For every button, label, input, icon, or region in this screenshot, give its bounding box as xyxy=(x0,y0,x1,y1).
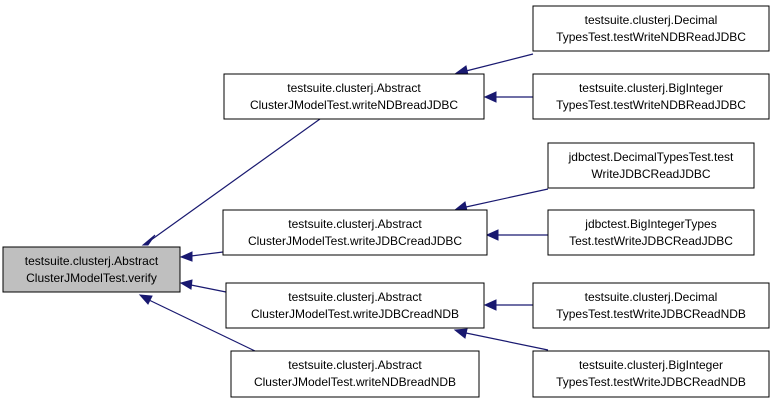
node-writeNDBreadNDB-line1: testsuite.clusterj.Abstract xyxy=(288,358,422,372)
node-writeNDBreadJDBC-line1: testsuite.clusterj.Abstract xyxy=(287,81,421,95)
node-jdbcBigInt-line1: jdbctest.BigIntegerTypes xyxy=(584,217,716,231)
node-writeNDBreadJDBC[interactable]: testsuite.clusterj.Abstract ClusterJMode… xyxy=(223,73,485,120)
node-writeJDBCreadJDBC[interactable]: testsuite.clusterj.Abstract ClusterJMode… xyxy=(222,209,488,256)
edge-jdbcDecimal-to-writeJDBCreadJDBC xyxy=(465,188,549,208)
arrowhead-icon xyxy=(141,234,156,246)
node-decimalWriteNDBReadJDBC[interactable]: testsuite.clusterj.Decimal TypesTest.tes… xyxy=(532,5,770,52)
node-jdbcDecimal-line1: jdbctest.DecimalTypesTest.test xyxy=(568,150,734,164)
node-bigIntWriteNDBReadJDBC-line1: testsuite.clusterj.BigInteger xyxy=(579,81,723,95)
node-verify-line1: testsuite.clusterj.Abstract xyxy=(25,254,159,268)
node-writeJDBCreadNDB[interactable]: testsuite.clusterj.Abstract ClusterJMode… xyxy=(225,282,485,329)
arrowhead-icon xyxy=(485,229,499,241)
node-writeNDBreadNDB[interactable]: testsuite.clusterj.Abstract ClusterJMode… xyxy=(230,350,480,398)
arrowhead-icon xyxy=(179,279,193,290)
node-bigIntWriteJDBCReadNDB[interactable]: testsuite.clusterj.BigInteger TypesTest.… xyxy=(532,350,770,398)
node-decimalWriteJDBCReadNDB[interactable]: testsuite.clusterj.Decimal TypesTest.tes… xyxy=(532,282,770,329)
node-bigIntWriteNDBReadJDBC[interactable]: testsuite.clusterj.BigInteger TypesTest.… xyxy=(532,73,770,120)
arrowhead-icon xyxy=(453,328,468,339)
node-decimalWriteJDBCReadNDB-line1: testsuite.clusterj.Decimal xyxy=(585,290,718,304)
node-verify-line2: ClusterJModelTest.verify xyxy=(26,271,157,285)
node-bigIntWriteNDBReadJDBC-line2: TypesTest.testWriteNDBReadJDBC xyxy=(556,98,746,112)
edge-bigIntWriteJDBCReadNDB-to-writeJDBCreadNDB xyxy=(465,332,549,351)
arrowhead-icon xyxy=(483,299,497,311)
node-decimalWriteJDBCReadNDB-line2: TypesTest.testWriteJDBCReadNDB xyxy=(556,307,746,321)
node-jdbcBigInt-line2: Test.testWriteJDBCReadJDBC xyxy=(569,234,733,248)
edge-writeJDBCreadJDBC-to-verify xyxy=(190,251,224,257)
arrowhead-icon xyxy=(138,294,153,305)
node-decimalWriteNDBReadJDBC-line1: testsuite.clusterj.Decimal xyxy=(585,13,718,27)
node-jdbcBigIntWriteJDBCReadJDBC[interactable]: jdbctest.BigIntegerTypes Test.testWriteJ… xyxy=(547,209,755,256)
node-writeNDBreadJDBC-line2: ClusterJModelTest.writeNDBreadJDBC xyxy=(250,98,458,112)
node-verify[interactable]: testsuite.clusterj.Abstract ClusterJMode… xyxy=(2,246,181,293)
node-jdbcDecimal-line2: WriteJDBCReadJDBC xyxy=(591,167,710,181)
edge-writeNDBreadJDBC-to-verify xyxy=(150,118,321,241)
node-jdbcDecimalWriteJDBCReadJDBC[interactable]: jdbctest.DecimalTypesTest.test WriteJDBC… xyxy=(547,142,755,189)
node-writeNDBreadNDB-line2: ClusterJModelTest.writeNDBreadNDB xyxy=(254,375,456,389)
node-writeJDBCreadJDBC-line1: testsuite.clusterj.Abstract xyxy=(288,217,422,231)
node-writeJDBCreadJDBC-line2: ClusterJModelTest.writeJDBCreadJDBC xyxy=(248,234,462,248)
arrowhead-icon xyxy=(179,251,193,262)
arrowhead-icon xyxy=(483,91,497,103)
node-bigIntWriteJDBCReadNDB-line2: TypesTest.testWriteJDBCReadNDB xyxy=(556,375,746,389)
edge-writeJDBCreadNDB-to-verify xyxy=(190,284,227,293)
node-writeJDBCreadNDB-line1: testsuite.clusterj.Abstract xyxy=(288,290,422,304)
edge-decimalWriteNDBReadJDBC-to-writeNDBreadJDBC xyxy=(465,53,534,72)
nodes: testsuite.clusterj.Abstract ClusterJMode… xyxy=(2,5,770,398)
edge-writeNDBreadNDB-to-verify xyxy=(148,299,256,352)
node-decimalWriteNDBReadJDBC-line2: TypesTest.testWriteNDBReadJDBC xyxy=(556,30,746,44)
edges xyxy=(138,53,549,352)
node-bigIntWriteJDBCReadNDB-line1: testsuite.clusterj.BigInteger xyxy=(579,358,723,372)
node-writeJDBCreadNDB-line2: ClusterJModelTest.writeJDBCreadNDB xyxy=(251,307,459,321)
